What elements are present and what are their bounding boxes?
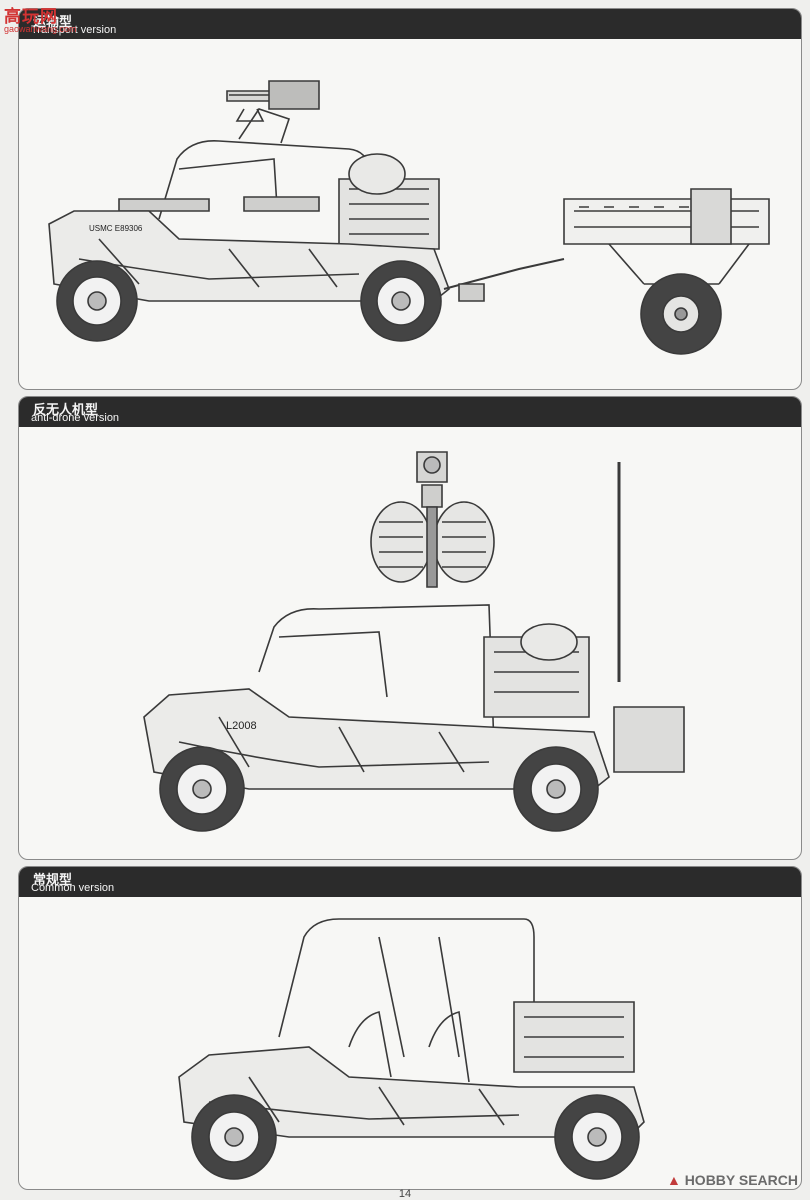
hobby-search-logo-icon: ▲	[666, 1172, 681, 1188]
panel-title-cn: 常规型	[33, 873, 73, 888]
anti-drone-plate: L2008	[226, 720, 257, 732]
panel-common-version: 常规型 Common version	[18, 866, 802, 1190]
rear-wheel	[554, 1094, 640, 1180]
panel-header: 运输型 Transport version	[19, 9, 801, 39]
watermark-logo: 高玩网 gaowanwang.com	[4, 2, 77, 38]
rear-wheel	[360, 260, 442, 342]
common-vehicle-drawing	[178, 918, 645, 1180]
page-number: 14	[398, 1188, 412, 1200]
watermark-mark: 高玩网	[4, 7, 58, 27]
hobby-search-text: HOBBY SEARCH	[684, 1172, 798, 1188]
panel-anti-drone-version: 反无人机型 anti-drone version	[18, 396, 802, 860]
panel-header: 常规型 Common version	[19, 867, 801, 897]
sensor-turret	[370, 451, 495, 588]
transport-vehicle-drawing: USMC E89306	[48, 80, 770, 355]
watermark-url: gaowanwang.com	[4, 24, 77, 34]
front-wheel	[56, 260, 138, 342]
roof-machine-gun	[226, 80, 320, 122]
panel-title-en: Common version	[31, 882, 115, 894]
panel-title-en: anti-drone version	[31, 412, 120, 424]
panel-title-en: Transport version	[31, 24, 117, 36]
hobby-search-watermark: ▲ HOBBY SEARCH	[667, 1172, 798, 1188]
panel-title-cn: 反无人机型	[33, 403, 99, 418]
transport-plate: USMC E89306	[89, 224, 143, 233]
anti-drone-vehicle-drawing: L2008	[143, 451, 685, 832]
panel-title-cn: 运输型	[33, 15, 73, 30]
panel-header: 反无人机型 anti-drone version	[19, 397, 801, 427]
front-wheel	[191, 1094, 277, 1180]
panel-transport-version: 运输型 Transport version	[18, 8, 802, 390]
trailer	[563, 188, 770, 355]
front-wheel	[159, 746, 245, 832]
rear-wheel	[513, 746, 599, 832]
